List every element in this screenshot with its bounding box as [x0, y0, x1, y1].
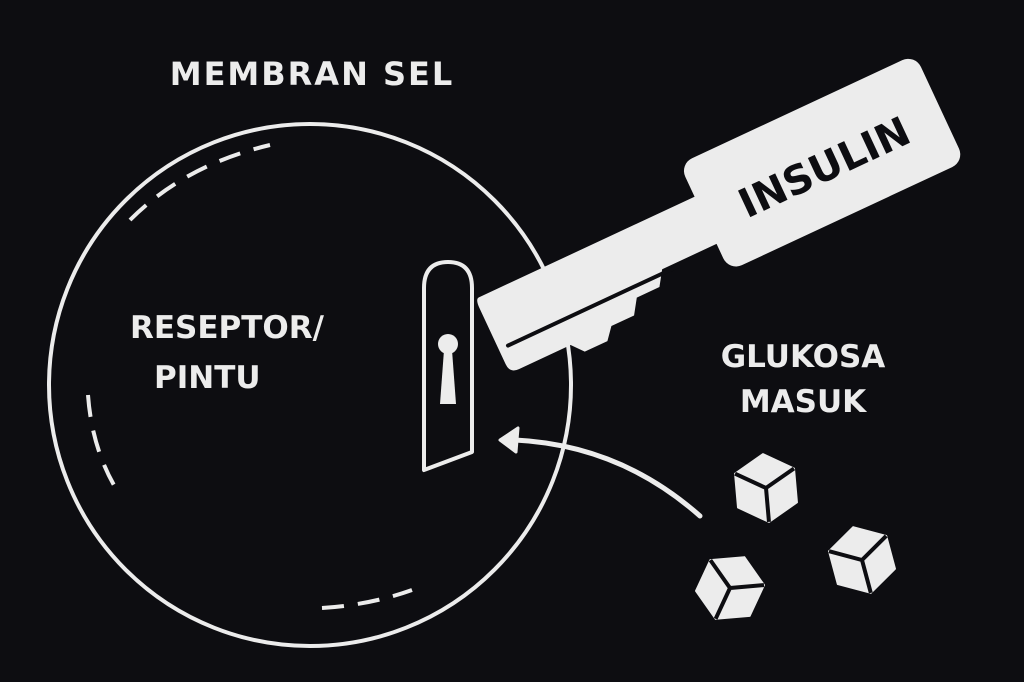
- keyhole-icon: [438, 334, 458, 404]
- glucose-label-line1: GLUKOSA: [721, 339, 886, 375]
- membrane-dash-left: [86, 394, 120, 494]
- sugar-cube-icon: [828, 526, 896, 594]
- membrane-dash-bottom: [321, 588, 413, 610]
- arrow-icon: [498, 426, 703, 519]
- cell-membrane-circle: [47, 122, 573, 648]
- sugar-cube-icon: [734, 453, 798, 523]
- title-membrane: MEMBRAN SEL: [170, 55, 455, 93]
- sugar-cube-icon: [695, 556, 765, 620]
- key-icon: INSULIN: [477, 58, 961, 371]
- membrane-dash-top: [128, 143, 271, 222]
- glucose-label-line2: MASUK: [740, 384, 867, 420]
- door-icon: [422, 260, 474, 472]
- receptor-label-line1: RESEPTOR/: [130, 310, 325, 346]
- receptor-label-line2: PINTU: [154, 360, 261, 396]
